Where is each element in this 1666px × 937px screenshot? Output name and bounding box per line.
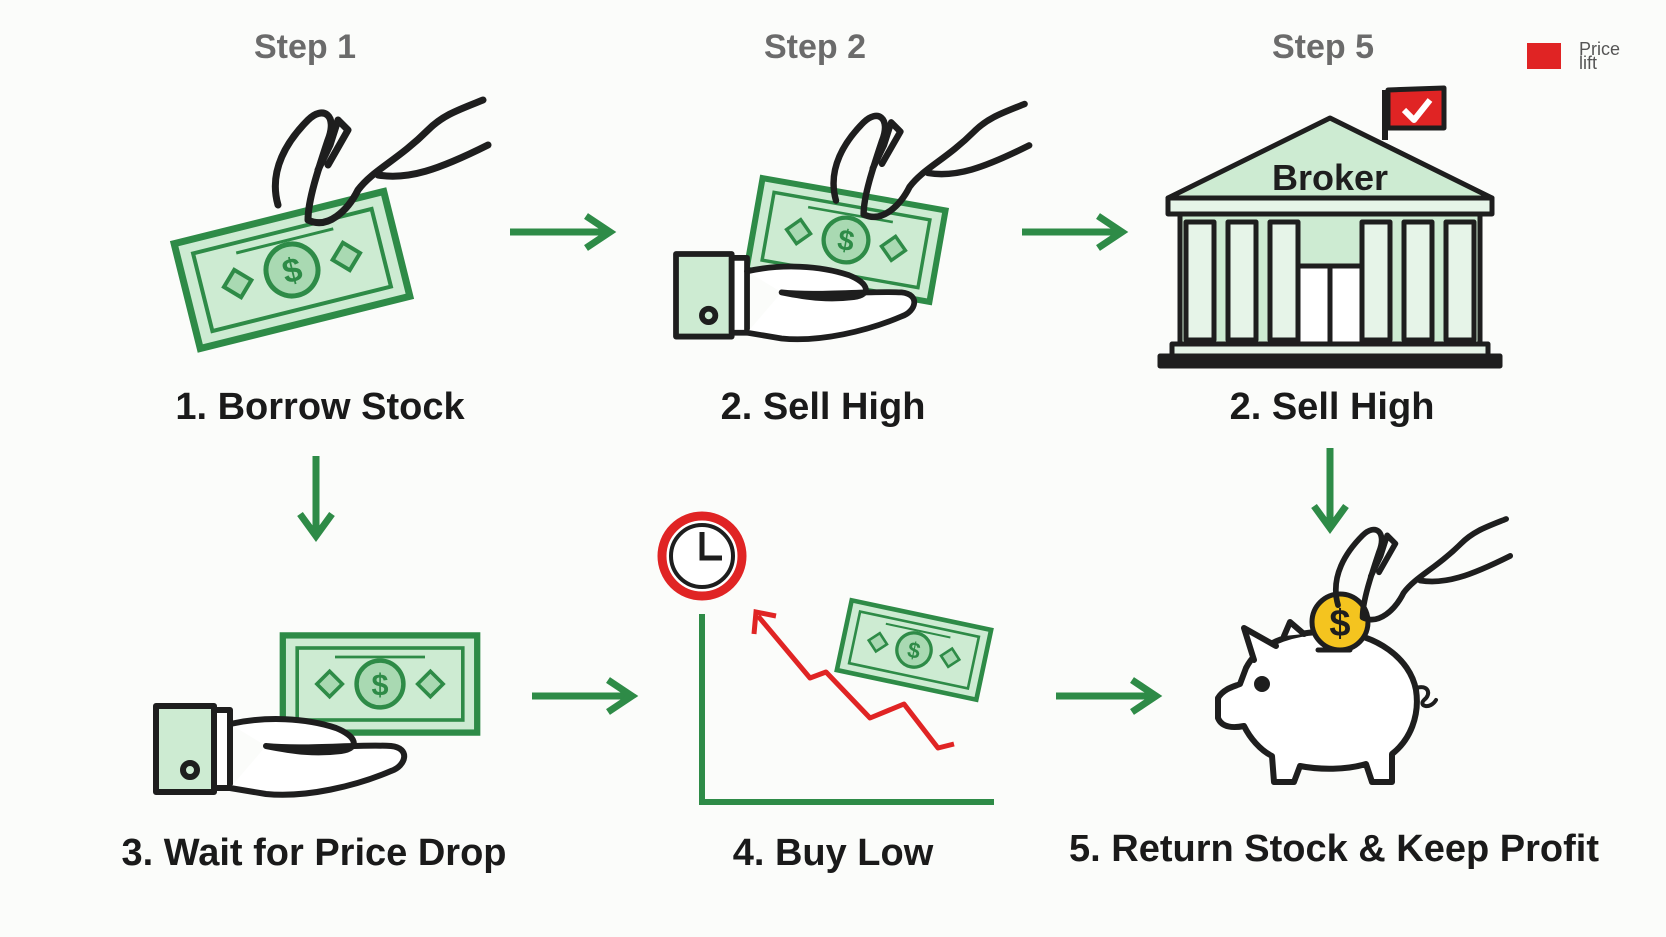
price-line [756, 614, 955, 751]
broker-building-icon: Broker [1157, 85, 1503, 369]
step-header-2: Step 2 [763, 28, 867, 66]
legend-swatch [1527, 43, 1561, 69]
piggy-bank-coin-icon: $ [1215, 519, 1510, 785]
caption-return-stock-keep-profit: 5. Return Stock & Keep Profit [1069, 828, 1599, 870]
legend-label: Price lift [1579, 39, 1621, 73]
hand-passing-bill-icon: $ [676, 104, 1029, 339]
step-header-1: Step 1 [253, 28, 357, 66]
arrow-icon [1056, 680, 1156, 712]
hand-holding-bill-icon: $ [174, 100, 488, 349]
caption-sell-high: 2. Sell High [720, 386, 926, 428]
clock-falling-price-chart-icon: $ [657, 511, 994, 805]
arrow-icon [1022, 216, 1122, 248]
arrow-icon [532, 680, 632, 712]
receiving-hand-bill-icon: $ [156, 635, 477, 794]
caption-borrow-stock: 1. Borrow Stock [175, 386, 465, 428]
step-header-3: Step 5 [1271, 28, 1375, 66]
bill-dollar-sign: $ [835, 224, 857, 258]
caption-sell-high-broker: 2. Sell High [1229, 386, 1435, 428]
legend: Price lift [1527, 39, 1629, 73]
clock-icon [657, 511, 747, 601]
caption-buy-low: 4. Buy Low [732, 832, 934, 874]
bill-dollar-sign: $ [905, 637, 923, 664]
arrow-icon [510, 216, 610, 248]
caption-wait-for-price-drop: 3. Wait for Price Drop [121, 832, 507, 874]
coin-dollar-sign: $ [1329, 603, 1350, 645]
arrow-icon [300, 456, 332, 536]
broker-label: Broker [1272, 157, 1388, 198]
bill-dollar-sign: $ [371, 668, 388, 702]
arrow-icon [1314, 448, 1346, 528]
flag-icon [1385, 85, 1447, 131]
